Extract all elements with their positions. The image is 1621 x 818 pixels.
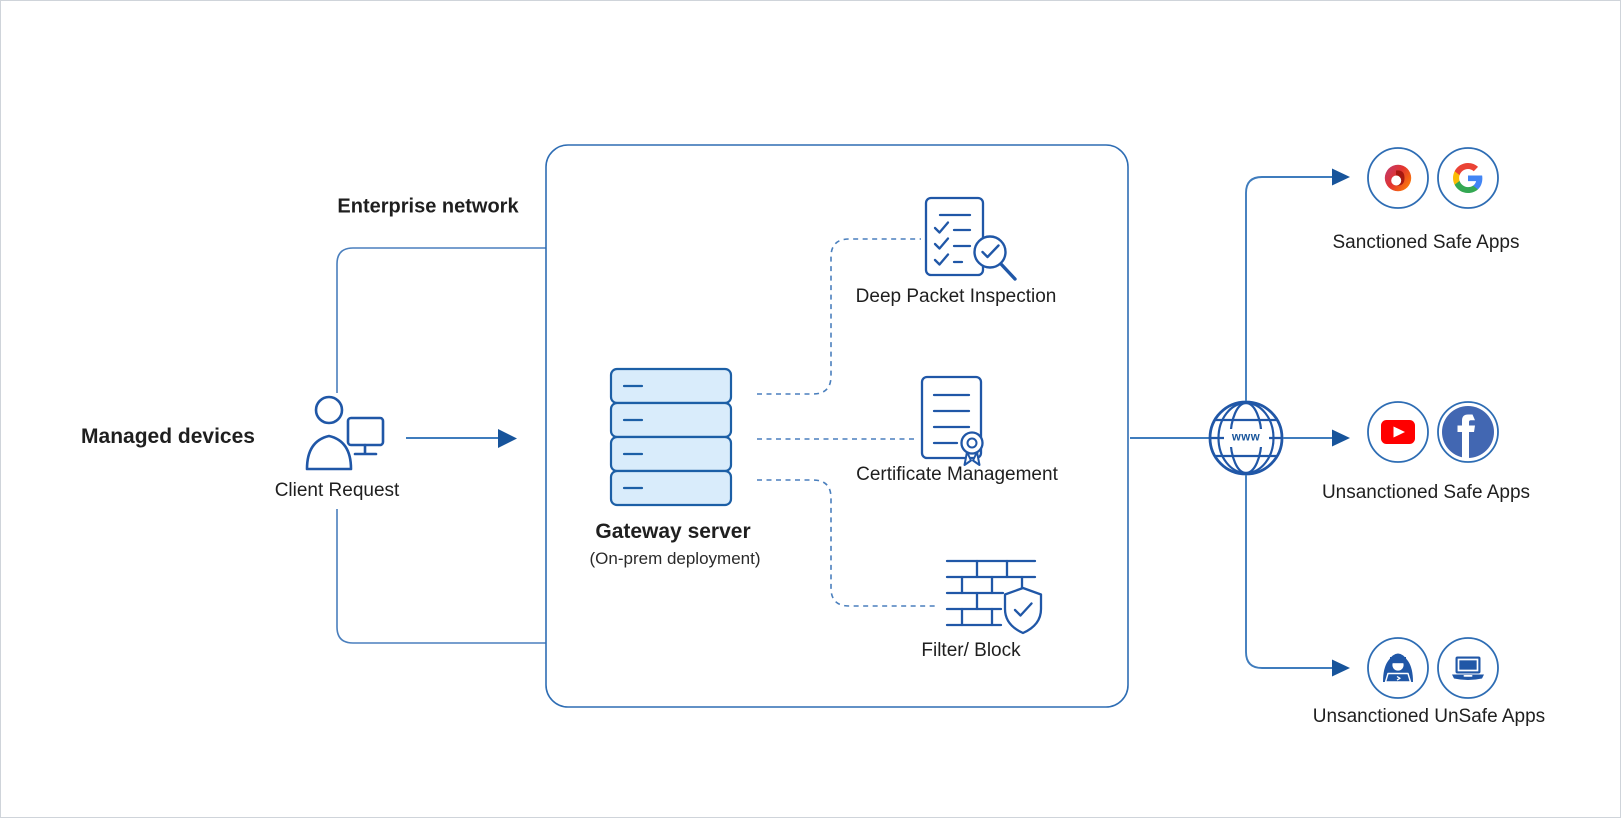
- google-icon: [1453, 163, 1483, 193]
- www-label: www: [1231, 431, 1261, 444]
- client-to-gateway-arrow: [406, 429, 517, 448]
- hacker-icon: [1383, 653, 1413, 683]
- youtube-icon: [1381, 420, 1415, 444]
- firewall-icon: [945, 559, 1043, 635]
- office-icon: [1384, 164, 1412, 192]
- enterprise-network-label: Enterprise network: [337, 195, 519, 218]
- server-stack-icon: [609, 367, 733, 507]
- gateway-server-label: Gateway server: [595, 519, 751, 543]
- gateway-function-connectors: [757, 238, 939, 607]
- shield-check-icon: [1003, 586, 1043, 635]
- certificate-seal: [960, 431, 984, 466]
- sanctioned-safe-apps-label: Sanctioned Safe Apps: [1332, 232, 1520, 254]
- magnifier-check-icon: [973, 235, 1017, 281]
- arrowhead-middle: [1332, 429, 1350, 447]
- unsanctioned-safe-apps-label: Unsanctioned Safe Apps: [1321, 482, 1531, 504]
- certificate-icon: [920, 375, 984, 466]
- arrowhead-top: [1332, 168, 1350, 186]
- globe-www-icon: [1208, 400, 1284, 476]
- unsanctioned-unsafe-apps-label: Unsanctioned UnSafe Apps: [1312, 706, 1546, 728]
- laptop-icon: [1452, 656, 1484, 680]
- document-inspection-icon: [924, 196, 1017, 281]
- managed-devices-label: Managed devices: [81, 424, 255, 448]
- deep-packet-inspection-label: Deep Packet Inspection: [855, 286, 1057, 308]
- arrowhead-bottom: [1332, 659, 1350, 677]
- internet-branch-arrows: [1245, 168, 1350, 677]
- facebook-icon: [1442, 406, 1494, 458]
- gateway-boundary-box: [545, 144, 1129, 708]
- filter-block-label: Filter/ Block: [921, 640, 1021, 662]
- gateway-deployment-label: (On-prem deployment): [589, 549, 761, 569]
- client-request-label: Client Request: [274, 480, 400, 502]
- client-device-icon: [305, 395, 385, 471]
- certificate-management-label: Certificate Management: [856, 464, 1058, 486]
